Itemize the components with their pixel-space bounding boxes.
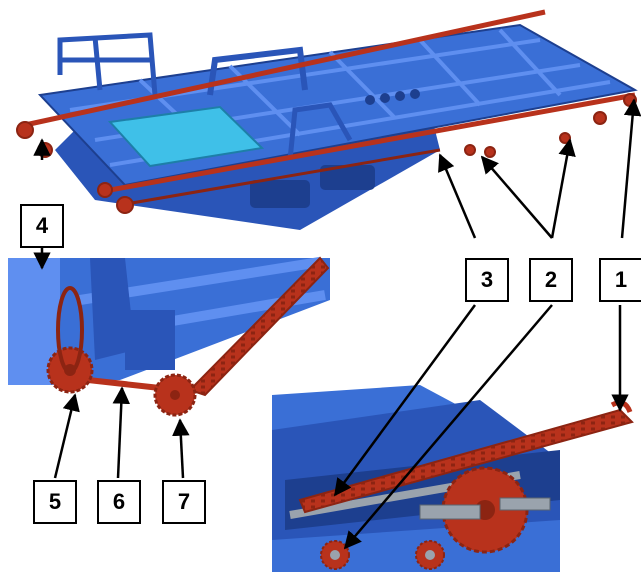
frame-cage-front bbox=[57, 32, 158, 96]
arrow-2-down bbox=[343, 304, 553, 550]
sprocket-7 bbox=[153, 373, 197, 417]
label-6: 6 bbox=[97, 480, 141, 524]
label-1: 1 bbox=[599, 258, 641, 302]
label-4: 4 bbox=[20, 204, 64, 248]
cyan-panel bbox=[107, 105, 265, 168]
detail-left-plate bbox=[90, 258, 135, 360]
chain-loop-left bbox=[56, 286, 84, 374]
machine-frame-main bbox=[16, 9, 638, 230]
arrow-6 bbox=[112, 386, 131, 479]
arrow-7 bbox=[172, 418, 190, 479]
detail-left-block bbox=[125, 310, 175, 370]
arrow-2-up-a bbox=[480, 155, 553, 239]
label-5: 5 bbox=[33, 480, 77, 524]
chain-bar-right bbox=[298, 408, 634, 514]
chain-arm bbox=[188, 256, 330, 397]
tensioner-assembly bbox=[419, 497, 551, 520]
arrow-3-up bbox=[438, 153, 477, 239]
chain-rail-front bbox=[109, 92, 636, 193]
arrow-5 bbox=[53, 393, 80, 479]
frame-side-cutouts bbox=[250, 89, 420, 208]
arrow-1-up bbox=[620, 98, 641, 239]
frame-cage-mid bbox=[207, 46, 308, 96]
detail-view-left bbox=[8, 256, 330, 417]
frame-cage-rear bbox=[287, 102, 353, 161]
arrow-2-up-b bbox=[550, 138, 576, 239]
callout-arrows bbox=[33, 98, 641, 550]
label-7: 7 bbox=[162, 480, 206, 524]
detail-left-frame-shade bbox=[8, 258, 60, 385]
chain-rail-front-lower bbox=[119, 148, 441, 207]
arrow-3-down bbox=[333, 304, 477, 497]
label-2: 2 bbox=[529, 258, 573, 302]
chain-rail-back bbox=[24, 9, 546, 128]
detail-view-right bbox=[272, 385, 634, 572]
bottom-sprocket-hubs bbox=[330, 550, 435, 560]
label-3: 3 bbox=[465, 258, 509, 302]
